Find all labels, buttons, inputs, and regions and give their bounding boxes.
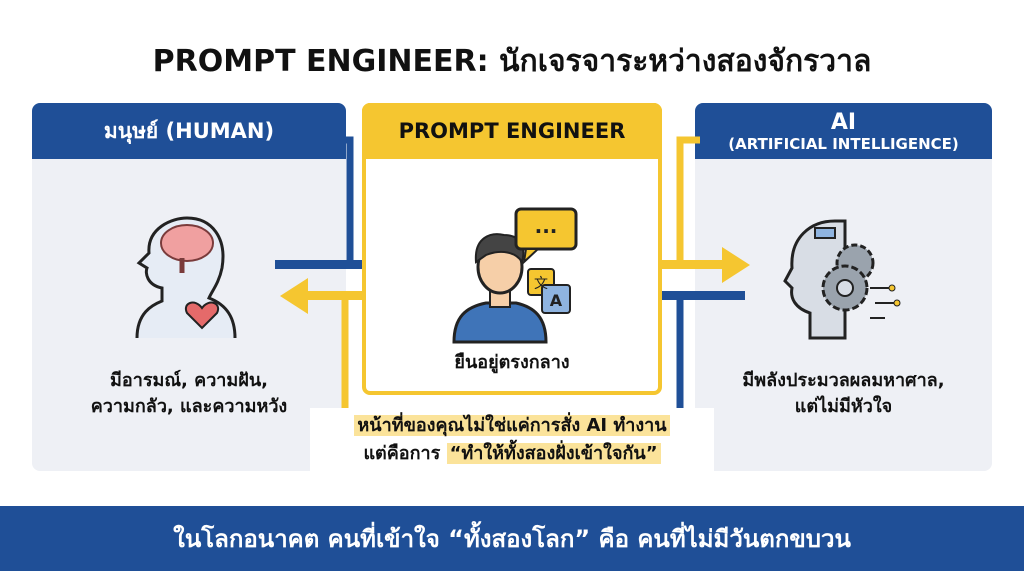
ai-line-2: แต่ไม่มีหัวใจ bbox=[794, 396, 893, 417]
ai-title: AI bbox=[830, 109, 857, 135]
ai-subtitle: (ARTIFICIAL INTELLIGENCE) bbox=[728, 134, 959, 153]
blue-line-left bbox=[330, 136, 354, 265]
message-line-2-prefix: แต่คือการ bbox=[363, 443, 441, 464]
arrow-engineer-to-ai bbox=[605, 247, 750, 283]
person-icon: ... 文 A bbox=[452, 207, 578, 344]
human-title: มนุษย์ (HUMAN) bbox=[103, 118, 275, 143]
engineer-title: PROMPT ENGINEER bbox=[398, 119, 626, 143]
page-title: PROMPT ENGINEER: นักเจรจาระหว่างสองจักรว… bbox=[152, 44, 872, 79]
engineer-header: PROMPT ENGINEER bbox=[362, 103, 662, 159]
human-panel: มนุษย์ (HUMAN) มีอารมณ์, ความฝัน, ความกล… bbox=[32, 103, 346, 471]
human-line-2: ความกลัว, และความหวัง bbox=[90, 396, 288, 417]
engineer-panel: PROMPT ENGINEER ... 文 A ยืนอยู่ตรงกลาง bbox=[362, 103, 662, 395]
engineer-caption: ยืนอยู่ตรงกลาง bbox=[454, 352, 570, 373]
human-header: มนุษย์ (HUMAN) bbox=[32, 103, 346, 159]
speech-bubble-dots: ... bbox=[535, 214, 558, 238]
ai-panel: AI (ARTIFICIAL INTELLIGENCE) มีพลังประมว… bbox=[695, 103, 992, 471]
ai-header: AI (ARTIFICIAL INTELLIGENCE) bbox=[695, 103, 992, 159]
translate-letter-target: A bbox=[550, 291, 563, 310]
bottom-banner: ในโลกอนาคต คนที่เข้าใจ “ทั้งสองโลก” คือ … bbox=[0, 506, 1024, 571]
message-line-1: หน้าที่ของคุณไม่ใช่แค่การสั่ง AI ทำงาน bbox=[354, 415, 670, 436]
human-head-icon bbox=[135, 216, 237, 339]
arrow-engineer-to-human bbox=[280, 278, 415, 314]
human-description: มีอารมณ์, ความฝัน, ความกลัว, และความหวัง bbox=[32, 368, 346, 420]
message-line-2-quote: “ทำให้ทั้งสองฝั่งเข้าใจกัน” bbox=[446, 443, 661, 464]
ai-line-1: มีพลังประมวลผลมหาศาล, bbox=[742, 370, 945, 391]
banner-text: ในโลกอนาคต คนที่เข้าใจ “ทั้งสองโลก” คือ … bbox=[173, 525, 851, 553]
human-line-1: มีอารมณ์, ความฝัน, bbox=[110, 370, 268, 391]
yellow-line-right bbox=[676, 136, 700, 265]
ai-description: มีพลังประมวลผลมหาศาล, แต่ไม่มีหัวใจ bbox=[695, 368, 992, 420]
ai-robot-head-icon bbox=[783, 219, 901, 340]
translate-letter-source: 文 bbox=[534, 276, 548, 292]
key-message: หน้าที่ของคุณไม่ใช่แค่การสั่ง AI ทำงาน แ… bbox=[310, 408, 714, 472]
